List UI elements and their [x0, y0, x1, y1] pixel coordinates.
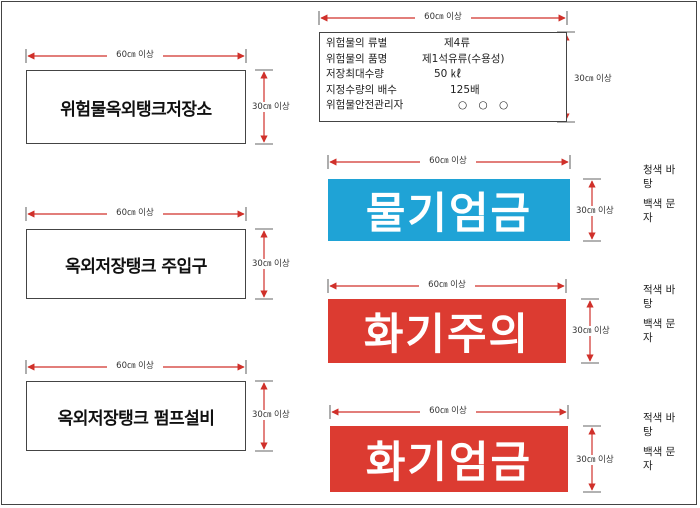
height-label: 30㎝ 이상 — [252, 102, 290, 112]
width-label: 60㎝ 이상 — [419, 280, 475, 290]
note-text-color: 백색 문자 — [643, 318, 676, 344]
sign-text: 옥외저장탱크 펌프설비 — [57, 408, 215, 429]
note-text-color: 백색 문자 — [643, 446, 676, 472]
info-value: 50 ㎘ — [434, 68, 462, 80]
width-label: 60㎝ 이상 — [107, 208, 163, 218]
width-label: 60㎝ 이상 — [420, 156, 476, 166]
info-row: 지정수량의 배수 125배 — [326, 83, 566, 99]
sign-text: 물기엄금 — [365, 189, 533, 239]
width-label: 60㎝ 이상 — [420, 406, 476, 416]
height-label: 30㎝ 이상 — [252, 259, 290, 269]
height-label: 30㎝ 이상 — [252, 410, 290, 420]
info-key: 위험물의 류별 — [326, 37, 388, 49]
note-background: 적색 바탕 — [643, 412, 676, 438]
info-row: 저장최대수량 50 ㎘ — [326, 67, 566, 83]
width-label: 60㎝ 이상 — [107, 50, 163, 60]
sign-fire-caution: 화기주의 — [328, 299, 566, 363]
sign-no-water: 물기엄금 — [328, 179, 570, 241]
color-note: 적색 바탕 백색 문자 — [643, 411, 683, 473]
height-label: 30㎝ 이상 — [574, 74, 612, 84]
color-note: 적색 바탕 백색 문자 — [643, 283, 683, 345]
sign-text: 옥외저장탱크 주입구 — [65, 256, 207, 277]
sign-tank-inlet: 옥외저장탱크 주입구 — [26, 229, 246, 299]
info-row: 위험물안전관리자 ○ ○ ○ — [326, 98, 566, 114]
width-label: 60㎝ 이상 — [107, 361, 163, 371]
sign-no-fire: 화기엄금 — [330, 426, 568, 492]
height-label: 30㎝ 이상 — [576, 455, 614, 465]
sign-text: 화기주의 — [363, 310, 531, 360]
height-label: 30㎝ 이상 — [576, 206, 614, 216]
info-value: 125배 — [450, 83, 480, 96]
note-background: 적색 바탕 — [643, 284, 676, 310]
width-label: 60㎝ 이상 — [415, 12, 471, 22]
info-key: 저장최대수량 — [326, 68, 384, 80]
sign-text: 화기엄금 — [365, 438, 533, 488]
note-text-color: 백색 문자 — [643, 198, 676, 224]
info-key: 지정수량의 배수 — [326, 83, 397, 96]
info-row: 위험물의 류별 제4류 — [326, 36, 566, 52]
sign-text: 위험물옥외탱크저장소 — [60, 99, 212, 120]
sign-outdoor-tank-storage: 위험물옥외탱크저장소 — [26, 70, 246, 144]
info-key: 위험물의 품명 — [326, 52, 388, 65]
color-note: 청색 바탕 백색 문자 — [643, 163, 683, 225]
info-value: 제4류 — [444, 37, 471, 49]
note-background: 청색 바탕 — [643, 164, 676, 190]
info-row: 위험물의 품명 제1석유류(수용성) — [326, 52, 566, 68]
height-label: 30㎝ 이상 — [572, 326, 610, 336]
info-value: 제1석유류(수용성) — [422, 52, 505, 65]
sign-tank-pump: 옥외저장탱크 펌프설비 — [26, 381, 246, 451]
info-value: ○ ○ ○ — [458, 99, 513, 111]
info-key: 위험물안전관리자 — [326, 99, 404, 111]
